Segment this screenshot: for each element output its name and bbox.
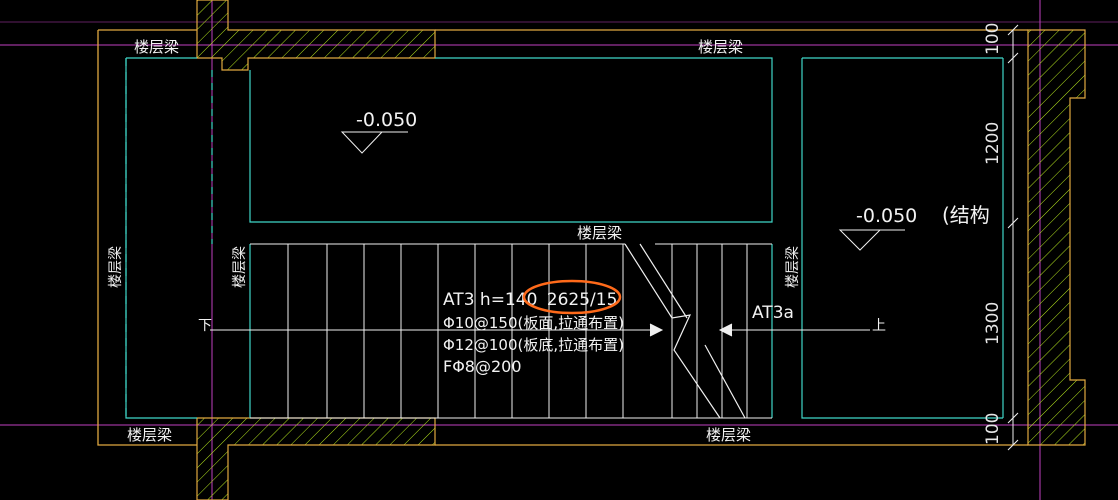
beam-label-bottom-mid: 楼层梁	[706, 426, 751, 444]
elevation-right-text: -0.050	[856, 205, 917, 227]
beam-label-bottom-left: 楼层梁	[127, 426, 172, 444]
stair-spec-circled: 2625/15	[547, 290, 618, 310]
down-label: 下	[198, 318, 212, 334]
walk-line	[210, 323, 870, 337]
beam-label-top-mid: 楼层梁	[698, 38, 743, 56]
elevation-marker-upper: -0.050	[340, 109, 417, 154]
stair-spec-prefix: AT3 h=140	[443, 290, 537, 310]
stair-spec-line: AT3 h=140 2625/15	[443, 290, 617, 310]
distribution-rebar-text: FΦ8@200	[443, 357, 522, 376]
dimension-line	[1007, 24, 1019, 451]
room-outline	[97, 29, 1028, 446]
beam-label-right-vertical: 楼层梁	[785, 246, 801, 288]
highlight-circle	[522, 279, 622, 315]
stair-treads	[250, 243, 772, 419]
beam-label-mid: 楼层梁	[577, 224, 622, 242]
dimension-100-bottom: 100	[983, 413, 1003, 445]
break-line	[624, 243, 746, 419]
beam-label-left-vertical: 楼层梁	[108, 246, 124, 288]
dimension-100-top: 100	[983, 23, 1003, 55]
beam-label-top-left: 楼层梁	[134, 38, 179, 56]
elevation-marker-right: -0.050	[838, 205, 917, 251]
stair-tag-right: AT3a	[752, 303, 794, 323]
rebar-bottom-text: Φ12@100(板底,拉通布置)	[443, 336, 624, 354]
rebar-top-text: Φ10@150(板面,拉通布置)	[443, 314, 624, 332]
dimension-1200: 1200	[983, 122, 1003, 165]
dimension-1300: 1300	[983, 302, 1003, 345]
beam-label-left-inner-vertical: 楼层梁	[232, 246, 248, 288]
hatched-walls	[196, 0, 1086, 500]
elevation-upper-text: -0.050	[356, 109, 417, 131]
structure-note: (结构	[942, 203, 990, 227]
up-label: 上	[872, 318, 886, 334]
slab-edges	[125, 57, 1004, 419]
